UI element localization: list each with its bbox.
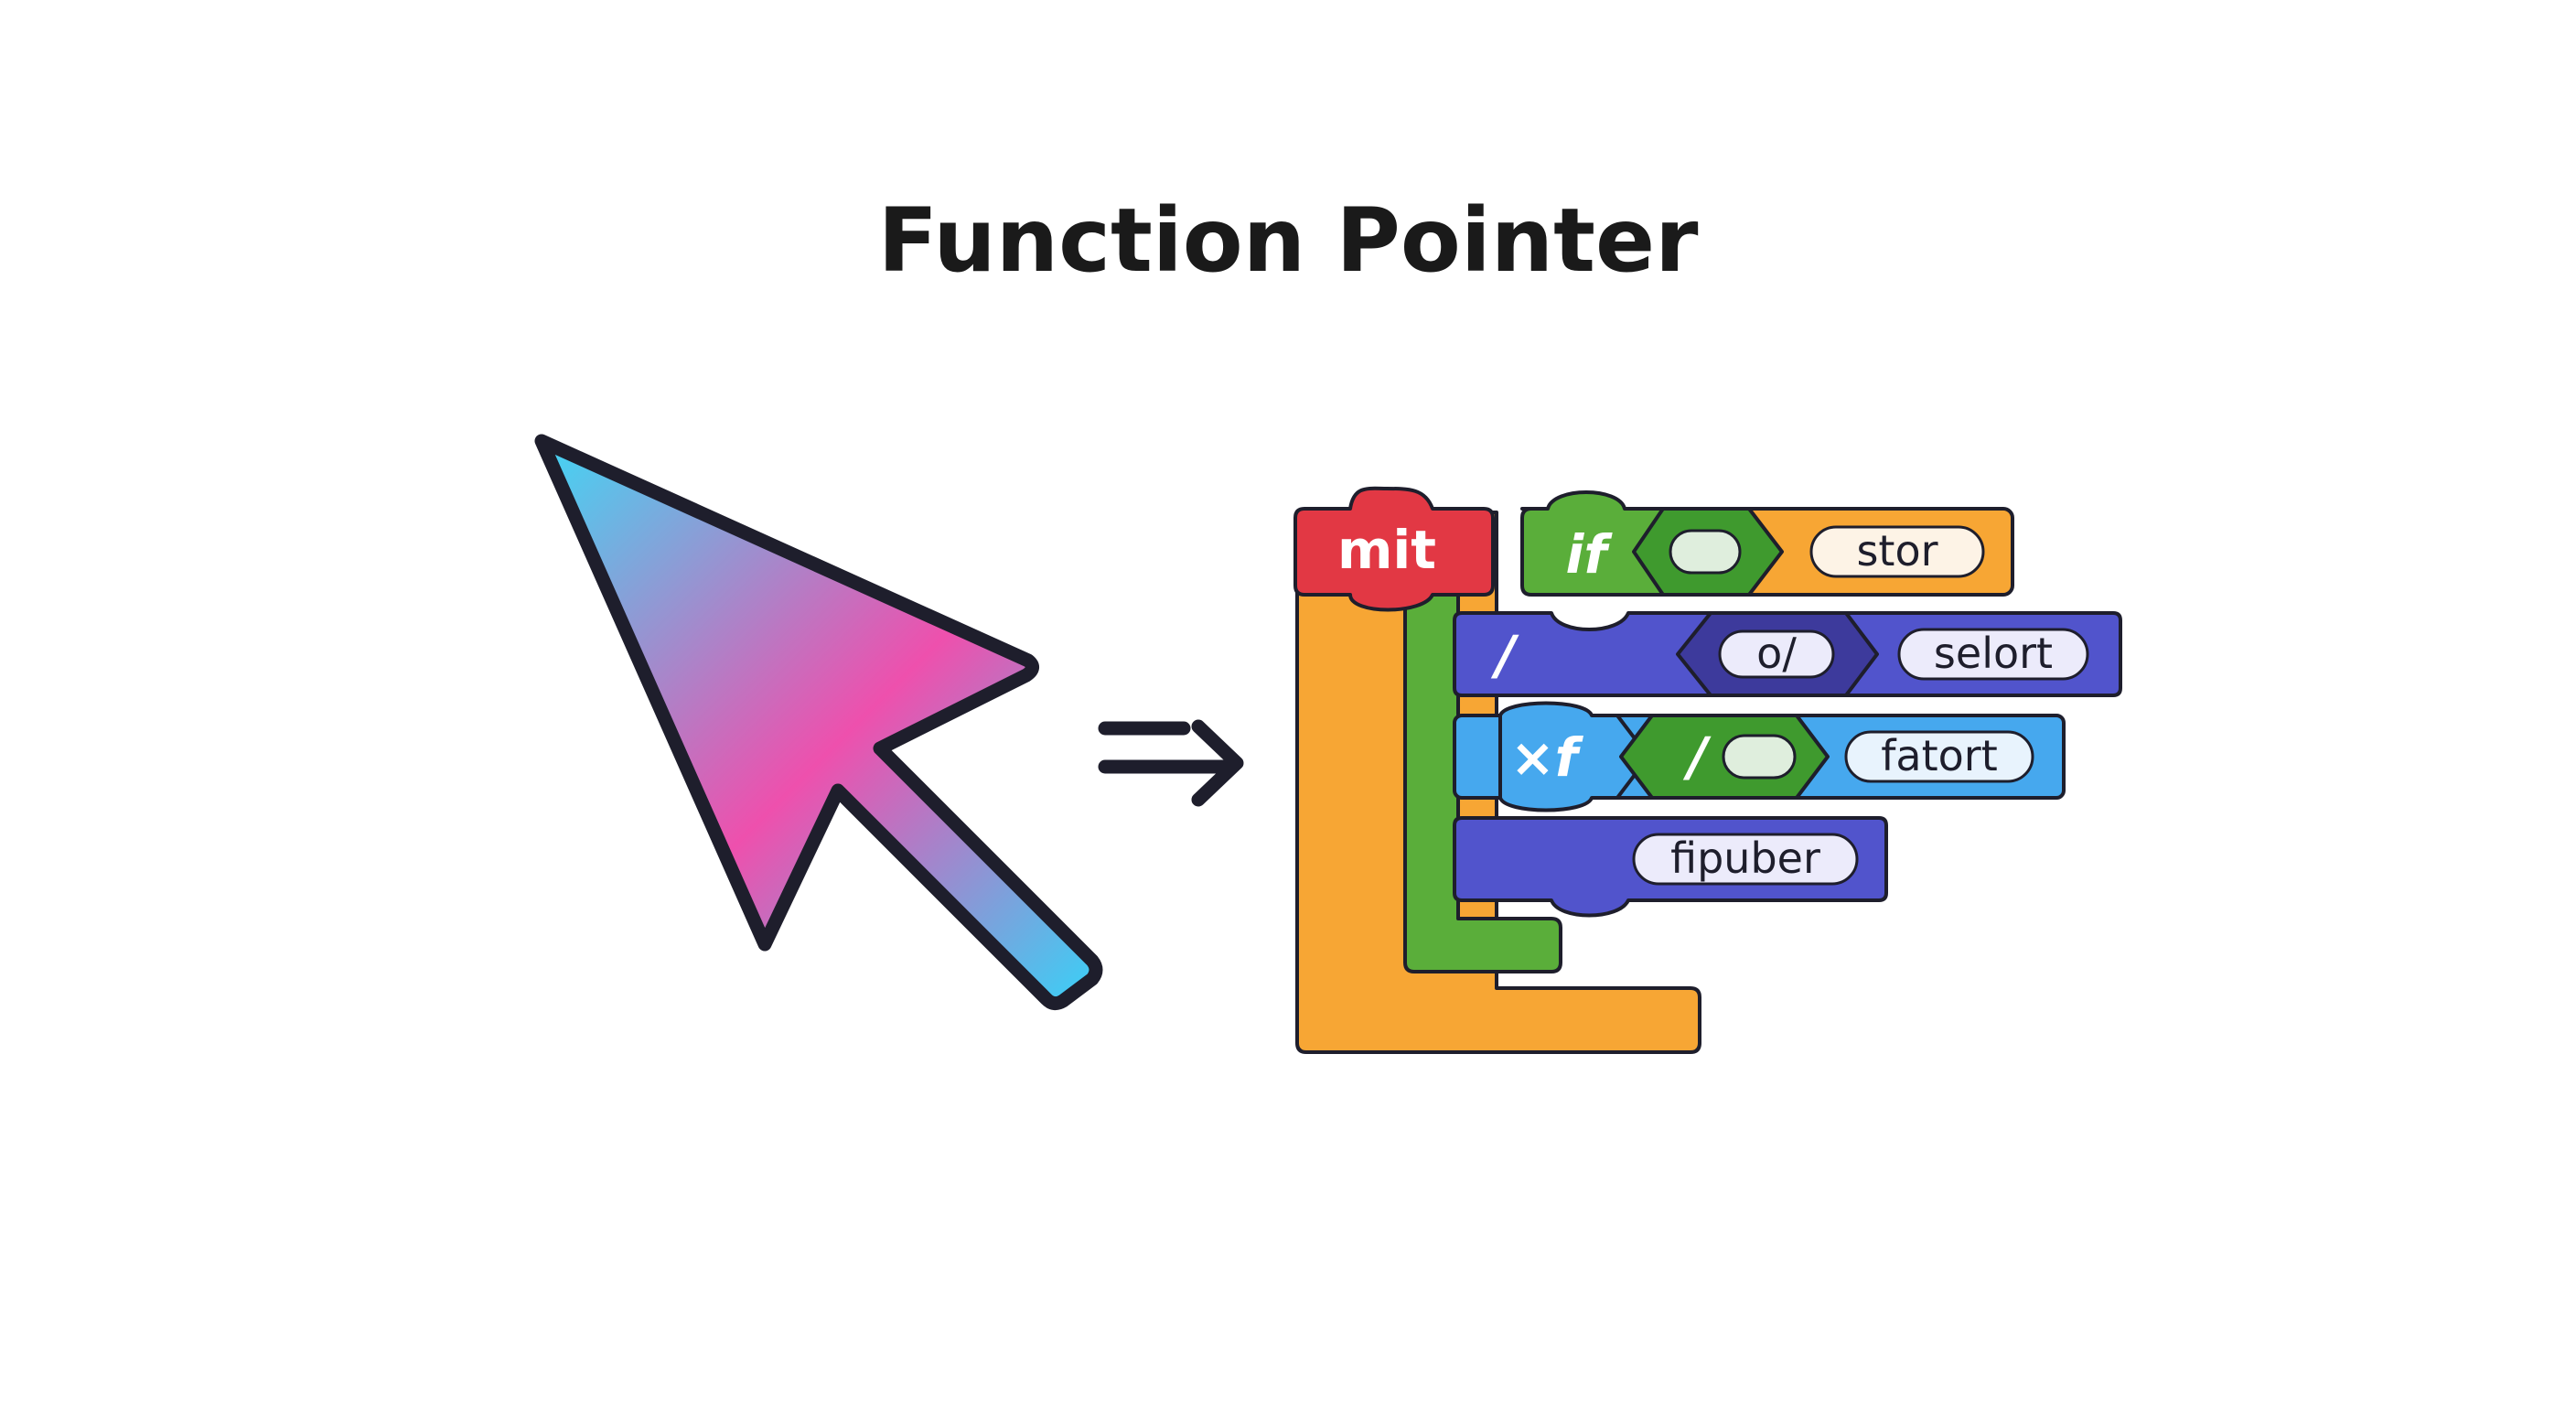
orange-c-block [1295,511,1701,1054]
row3-hex-label: / [1682,726,1712,788]
indigo-row-block[interactable]: / o/ selort [1453,611,2122,697]
row3-keyword: ×f [1510,726,1584,789]
green-c-block [1403,565,1562,973]
fipuber-label: fipuber [1670,834,1820,883]
red-hat-block[interactable]: mit [1293,486,1495,612]
selort-slot[interactable] [1897,628,2089,681]
fipuber-slot[interactable] [1632,833,1859,886]
row3-hex-pill[interactable] [1722,734,1797,780]
fatort-label: fatort [1881,731,1998,780]
selort-label: selort [1934,629,2053,678]
fatort-slot[interactable] [1844,730,2034,783]
row2-keyword: / [1490,624,1519,686]
row3-keyword-bump [1498,701,1650,812]
indigo-bottom-block[interactable]: fipuber [1453,816,1888,918]
stor-label: stor [1856,526,1937,575]
page-title: Function Pointer [878,189,1699,292]
stor-slot[interactable]: stor [1809,525,1985,578]
sky-row-block[interactable]: ×f / fatort [1453,701,2066,812]
hat-block-label: mit [1337,519,1436,581]
if-condition-pill[interactable] [1669,529,1742,575]
double-arrow-icon [1098,719,1244,807]
row2-hex-pill[interactable] [1718,629,1835,679]
if-block[interactable]: if [1520,490,1784,597]
cursor-arrow-icon [534,434,1103,1011]
row2-hex-label: o/ [1756,629,1797,678]
if-keyword: if [1565,523,1613,586]
